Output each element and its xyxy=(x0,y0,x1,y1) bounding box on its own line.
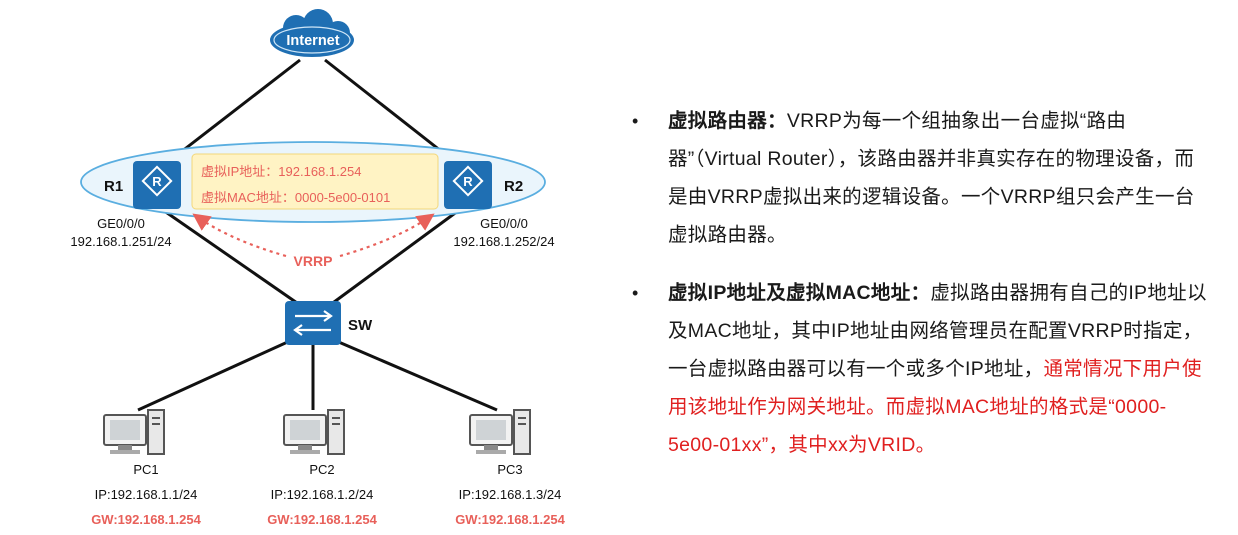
router-r1[interactable]: R xyxy=(130,161,181,209)
bullet-term: 虚拟IP地址及虚拟MAC地址： xyxy=(668,282,931,304)
switch-sw[interactable] xyxy=(285,301,341,345)
explanation-panel: • 虚拟路由器：VRRP为每一个组抽象出一台虚拟“路由器”（Virtual Ro… xyxy=(632,102,1212,484)
router-r2-interface: GE0/0/0 xyxy=(480,216,528,231)
pc-1-name: PC1 xyxy=(133,462,158,477)
bullet-virtual-router: • 虚拟路由器：VRRP为每一个组抽象出一台虚拟“路由器”（Virtual Ro… xyxy=(632,102,1212,254)
router-r1-ip: 192.168.1.251/24 xyxy=(70,234,171,249)
pc-2-gw: GW:192.168.1.254 xyxy=(267,512,377,527)
virtual-ip-text: 虚拟IP地址：192.168.1.254 xyxy=(201,164,361,179)
pc-2-ip: IP:192.168.1.2/24 xyxy=(271,487,374,502)
network-links xyxy=(137,58,498,412)
internet-label: Internet xyxy=(286,33,339,49)
router-r2-ip: 192.168.1.252/24 xyxy=(453,234,554,249)
pc-3-name: PC3 xyxy=(497,462,522,477)
link-internet-r2 xyxy=(324,58,456,164)
pc-3-icon xyxy=(469,409,531,455)
pc-3-gw: GW:192.168.1.254 xyxy=(455,512,565,527)
router-r1-icon xyxy=(133,161,181,209)
router-r1-label: R1 xyxy=(104,178,123,195)
link-r1-sw xyxy=(159,206,301,307)
vrrp-label: VRRP xyxy=(294,253,333,269)
link-internet-r1 xyxy=(167,58,301,164)
virtual-address-box xyxy=(191,153,439,210)
svg-text:R: R xyxy=(152,174,162,189)
bullet-marker: • xyxy=(632,111,639,131)
bullet-virtual-addresses: • 虚拟IP地址及虚拟MAC地址：虚拟路由器拥有自己的IP地址以及MAC地址，其… xyxy=(632,274,1212,464)
link-sw-pc1 xyxy=(137,338,293,412)
bullet-term: 虚拟路由器： xyxy=(668,110,787,132)
bullet-marker: • xyxy=(632,283,639,303)
pc-1-icon xyxy=(103,409,165,455)
router-r2-icon xyxy=(444,161,492,209)
router-r1-interface: GE0/0/0 xyxy=(97,216,145,231)
internet-cloud-icon xyxy=(270,9,354,57)
pc-2[interactable] xyxy=(283,409,345,455)
pc-1-ip: IP:192.168.1.1/24 xyxy=(95,487,198,502)
bullet-text: VRRP为每一个组抽象出一台虚拟“路由器”（Virtual Router），该路… xyxy=(668,110,1195,246)
svg-text:R: R xyxy=(463,174,473,189)
pc-1[interactable] xyxy=(103,409,165,455)
bullet-highlight: 通常情况下用户使用该地址作为网关地址。而虚拟MAC地址的格式是“0000-5e0… xyxy=(668,358,1202,456)
pc-2-icon xyxy=(283,409,345,455)
pc-1-gw: GW:192.168.1.254 xyxy=(91,512,201,527)
router-r2[interactable]: R xyxy=(444,161,492,209)
bullet-text: 虚拟路由器拥有自己的IP地址以及MAC地址，其中IP地址由网络管理员在配置VRR… xyxy=(668,282,1207,380)
pc-2-name: PC2 xyxy=(309,462,334,477)
router-r2-label: R2 xyxy=(504,178,523,195)
vrrp-topology-diagram: Internet 虚拟IP地址：192.168.1.254 虚拟MAC地址：00… xyxy=(70,9,566,527)
virtual-mac-text: 虚拟MAC地址：0000-5e00-0101 xyxy=(201,190,390,205)
link-r2-sw xyxy=(329,206,463,307)
pc-3-ip: IP:192.168.1.3/24 xyxy=(459,487,562,502)
switch-label: SW xyxy=(348,317,373,334)
switch-icon xyxy=(285,301,341,345)
link-sw-pc3 xyxy=(333,338,498,412)
pc-3[interactable] xyxy=(469,409,531,455)
